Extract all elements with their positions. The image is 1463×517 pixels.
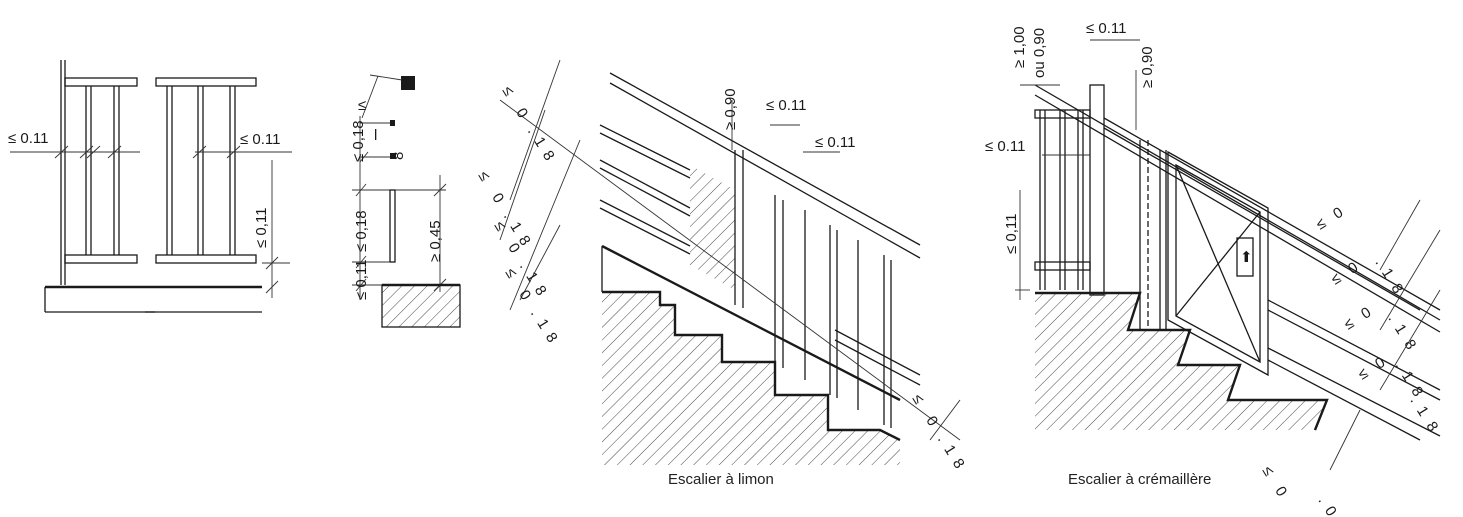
handrail-section — [401, 76, 415, 90]
svg-text:.: . — [527, 306, 544, 319]
svg-text:0: 0 — [1321, 503, 1340, 517]
svg-text:≤: ≤ — [1341, 315, 1357, 334]
svg-text:0: 0 — [1372, 354, 1388, 373]
dim-limon-2: ≤ 0 . 1 8 — [475, 168, 534, 249]
caption-escalier-limon: Escalier à limon — [668, 471, 774, 488]
svg-text:1: 1 — [1391, 321, 1410, 337]
label-cross-l: l — [374, 127, 377, 144]
svg-text:8: 8 — [1401, 337, 1420, 353]
slab-section — [381, 284, 461, 328]
svg-text:≤: ≤ — [1328, 270, 1344, 289]
handrail-2-top — [1034, 84, 1441, 321]
stair-steps — [602, 290, 901, 442]
figure-escalier-limon: ≥ 0,90 ≤ 0.11 ≤ 0.11 ≤ 0 . 1 8 ≤ 0 . 1 8… — [475, 59, 968, 488]
svg-text:≤: ≤ — [502, 265, 521, 281]
label-baluster-gap: ≤ 0,18 — [353, 210, 370, 252]
handrail-top-1 — [609, 72, 921, 246]
svg-text:8: 8 — [531, 283, 550, 299]
svg-text:0: 0 — [512, 105, 531, 121]
svg-text:1: 1 — [940, 442, 959, 458]
figure-section-detail: ≤ ≤ 0,18 l 8 ≤ 0,18 ≤ 0,11 ≥ 0,45 — [350, 74, 461, 328]
panel-latch — [1236, 237, 1254, 277]
svg-text:≤: ≤ — [909, 391, 928, 407]
label-limon-height: ≥ 0,90 — [722, 88, 739, 130]
bottom-rail-right — [155, 254, 257, 264]
dim-limon-3: ≤ 0 . 1 8 — [491, 218, 550, 299]
svg-text:1: 1 — [1413, 403, 1432, 419]
figure-escalier-cremaillere: ⬆ ≥ 1,00 ou 0,90 ≤ 0.11 ≥ 0,90 ≤ 0.11 ≤ … — [985, 20, 1441, 517]
svg-text:≤: ≤ — [499, 83, 518, 99]
svg-text:0: 0 — [1358, 304, 1374, 323]
latch-arrow: ⬆ — [1240, 249, 1253, 266]
stair-pitch-line — [601, 244, 901, 402]
svg-text:8: 8 — [949, 456, 968, 472]
label-tick-8: 8 — [390, 152, 407, 160]
svg-text:≤: ≤ — [1259, 463, 1278, 479]
label-tiny-v: ≤ — [358, 97, 366, 114]
svg-text:0: 0 — [504, 240, 523, 256]
label-gap-top: ≤ 0.11 — [1086, 20, 1126, 37]
stair-hatch-2 — [1035, 293, 1327, 430]
newel-post — [1089, 84, 1105, 296]
svg-text:0: 0 — [488, 190, 507, 206]
svg-text:1: 1 — [1378, 265, 1397, 281]
label-cre-spacing: ≤ 0.11 — [985, 138, 1025, 155]
label-ou-090: ou 0,90 — [1031, 28, 1048, 78]
label-cre-bottom: ≤ 0,11 — [1003, 214, 1020, 254]
label-spacing-right: ≤ 0.11 — [240, 131, 280, 148]
stair-steps-2 — [1035, 291, 1329, 431]
svg-text:1: 1 — [506, 219, 525, 235]
svg-text:0: 0 — [1271, 483, 1290, 499]
svg-text:1: 1 — [533, 316, 552, 332]
svg-text:0: 0 — [922, 413, 941, 429]
svg-text:.: . — [1315, 493, 1332, 506]
label-gap-bottom: ≤ 0,11 — [253, 208, 270, 248]
label-limon-gap-1: ≤ 0.11 — [766, 97, 806, 114]
svg-text:≤: ≤ — [1355, 365, 1371, 384]
svg-text:8: 8 — [539, 148, 558, 164]
dim-cre-5: ≤ 0 — [1259, 463, 1291, 499]
label-min-height: ≥ 0,45 — [427, 220, 444, 262]
svg-text:≤: ≤ — [491, 218, 510, 234]
label-cre-height: ≥ 0,90 — [1139, 46, 1156, 88]
bottom-rail-left — [64, 254, 138, 264]
svg-text:1: 1 — [1398, 368, 1417, 384]
svg-text:1: 1 — [522, 269, 541, 285]
top-rail-right — [155, 77, 257, 87]
dim-limon-5: ≤ 0 . 1 8 — [909, 391, 968, 472]
label-min-100: ≥ 1,00 — [1011, 26, 1028, 68]
dim-cre-2: ≤ 0 — [1328, 259, 1361, 288]
dim-cre-3: ≤ 0 — [1341, 304, 1374, 333]
dim-cre-5b: . 0 5 — [1315, 493, 1349, 517]
dim-cre-1b: . 1 8 — [1372, 255, 1407, 297]
svg-text:≤: ≤ — [475, 168, 494, 184]
stair-hatch — [602, 246, 900, 465]
dim-cre-4b: . 1 8 — [1407, 393, 1442, 435]
top-rail-left — [64, 77, 138, 87]
svg-text:0: 0 — [1330, 204, 1346, 223]
label-limon-gap-2: ≤ 0.11 — [815, 134, 855, 151]
wall-hatch — [690, 165, 735, 290]
figure-railing-elevation: ≤ 0.11 ≤ 0.11 ≤ 0,11 — [8, 60, 292, 313]
door-panel-outer — [1167, 150, 1269, 377]
handrail-top-2 — [609, 82, 921, 259]
label-spacing-left: ≤ 0.11 — [8, 130, 48, 147]
svg-text:8: 8 — [1388, 281, 1407, 297]
label-bottom-gap: ≤ 0,11 — [353, 260, 370, 300]
dim-cre-1: ≤ 0 — [1313, 204, 1346, 233]
svg-text:1: 1 — [530, 134, 549, 150]
svg-text:.: . — [934, 432, 951, 445]
baluster-section — [389, 189, 396, 263]
caption-escalier-cremaillere: Escalier à crémaillère — [1068, 471, 1211, 488]
svg-text:≤: ≤ — [1313, 215, 1329, 234]
label-rail-height: ≤ 0,18 — [350, 120, 367, 162]
svg-text:8: 8 — [542, 330, 561, 346]
svg-text:.: . — [1372, 255, 1389, 268]
dim-limon-1: ≤ 0 . 1 8 — [499, 83, 558, 164]
